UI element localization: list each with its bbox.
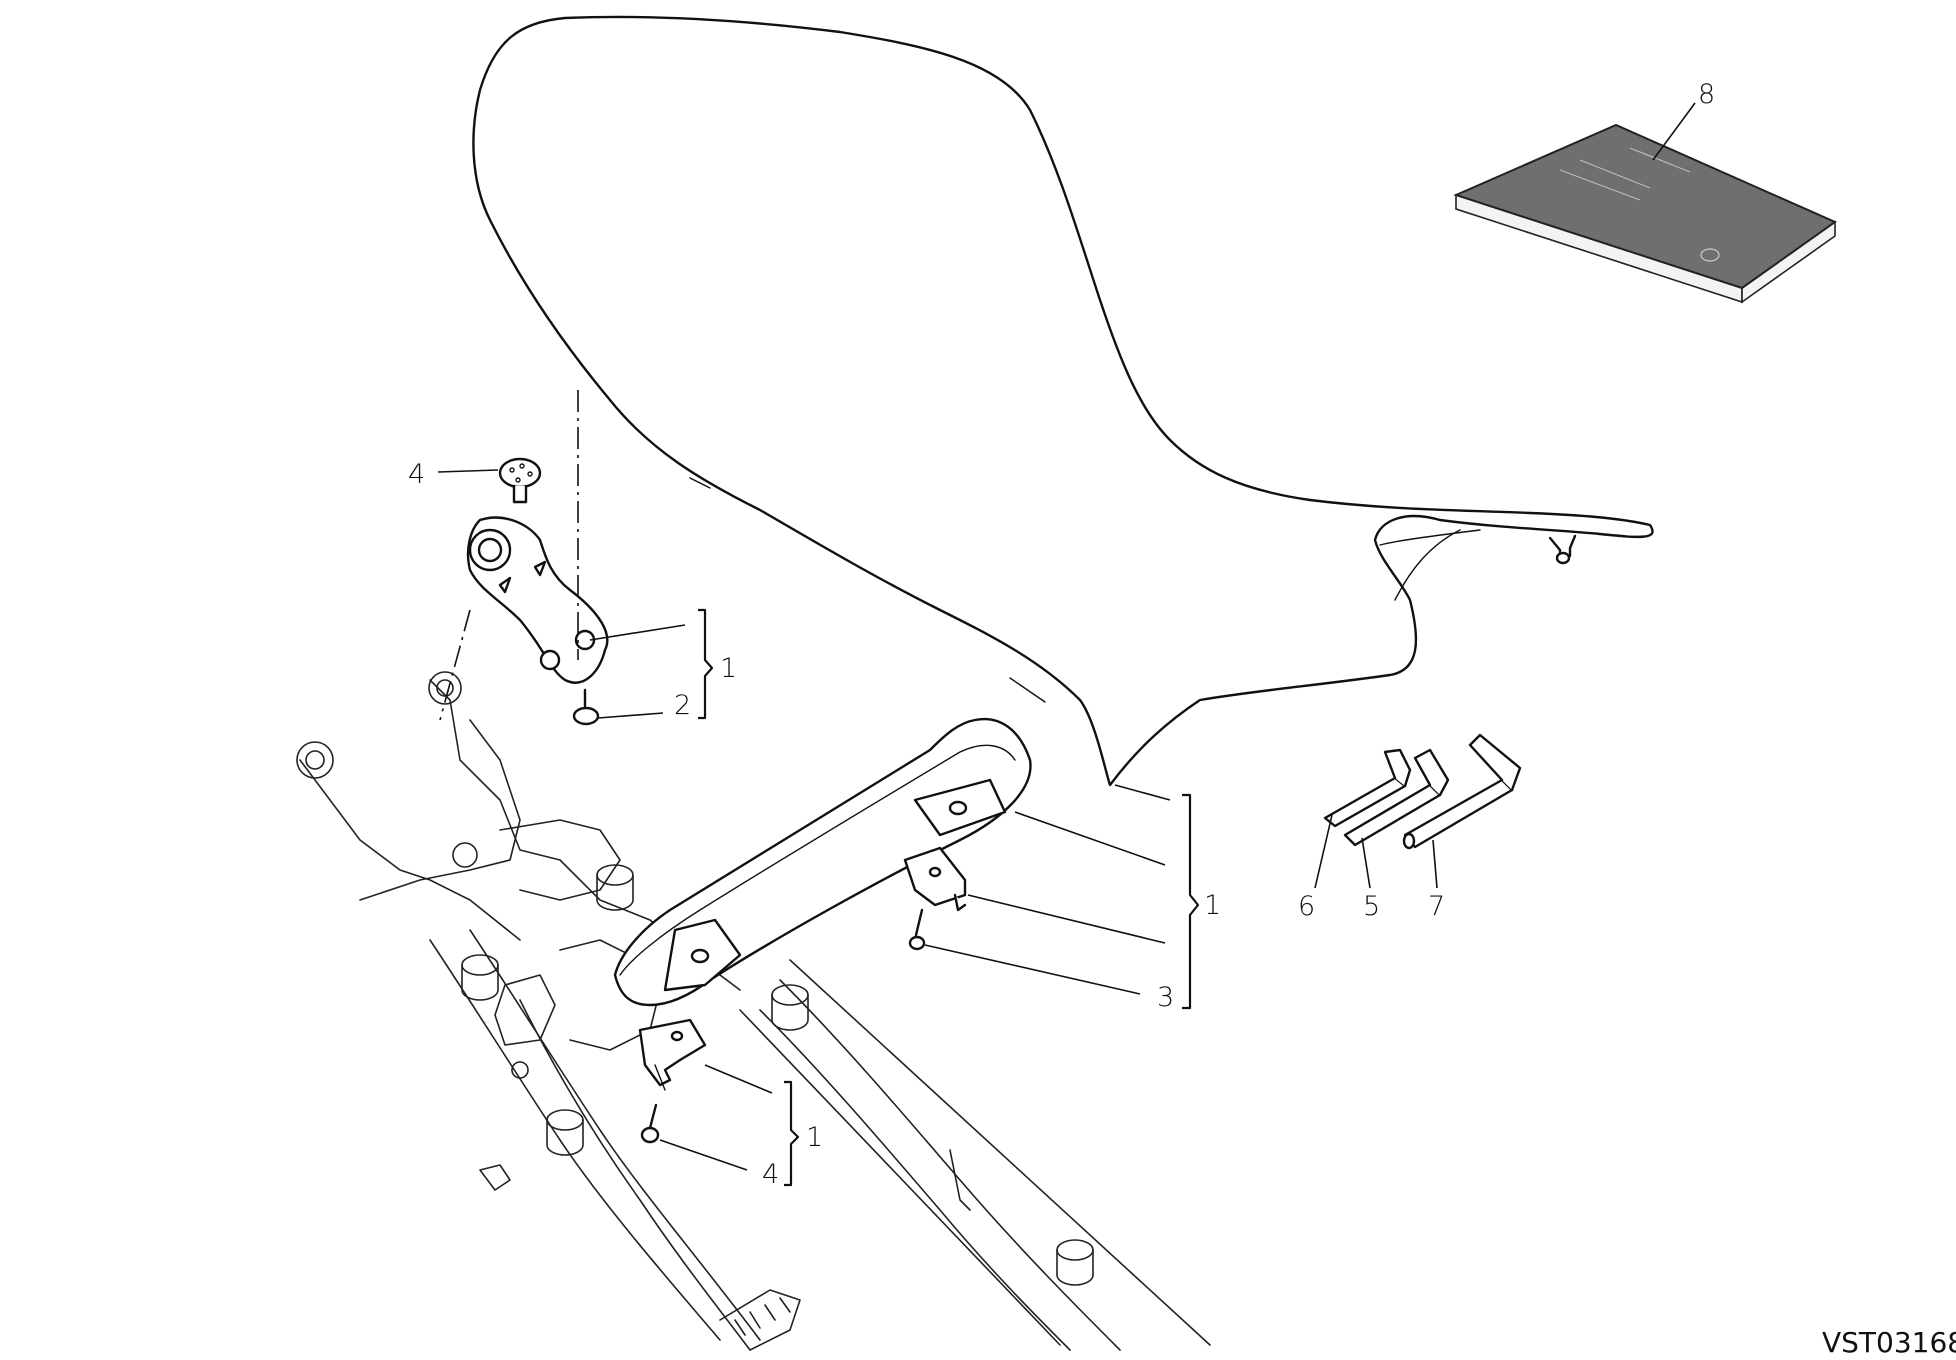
callout-4-bottom: 4 xyxy=(762,1159,779,1190)
rider-seat xyxy=(472,15,1654,787)
screw-bottom xyxy=(640,1103,660,1144)
hex-key-6 xyxy=(1323,748,1412,828)
leader-lines xyxy=(437,102,1696,1171)
drawing-code: VST03168 xyxy=(1822,1326,1956,1359)
callout-8: 8 xyxy=(1698,79,1715,110)
mount-plate-front xyxy=(638,1018,707,1091)
screw-top xyxy=(498,457,542,504)
passenger-grab-handle xyxy=(613,717,1032,1007)
mount-plate-rear xyxy=(903,846,967,912)
callout-7: 7 xyxy=(1428,891,1445,922)
callout-4-top: 4 xyxy=(408,459,425,490)
screw-2 xyxy=(572,688,600,726)
callout-5: 5 xyxy=(1363,891,1380,922)
hex-key-7 xyxy=(1402,733,1522,850)
instruction-manual xyxy=(1453,123,1838,304)
callout-1-right: 1 xyxy=(1204,890,1221,921)
callout-3: 3 xyxy=(1157,982,1174,1013)
brace-bottom xyxy=(784,1080,800,1187)
hex-key-5 xyxy=(1343,748,1450,847)
rear-subframe xyxy=(296,671,1211,1351)
screw-3 xyxy=(908,908,926,951)
callout-1-bottom: 1 xyxy=(806,1122,823,1153)
brace-top-left xyxy=(698,608,714,720)
callout-1-top: 1 xyxy=(720,653,737,684)
alignment-line-bracket xyxy=(439,609,471,721)
brace-right xyxy=(1182,793,1200,1010)
seat-mounting-bracket xyxy=(466,516,609,684)
callout-2: 2 xyxy=(674,690,691,721)
callout-6: 6 xyxy=(1298,891,1315,922)
